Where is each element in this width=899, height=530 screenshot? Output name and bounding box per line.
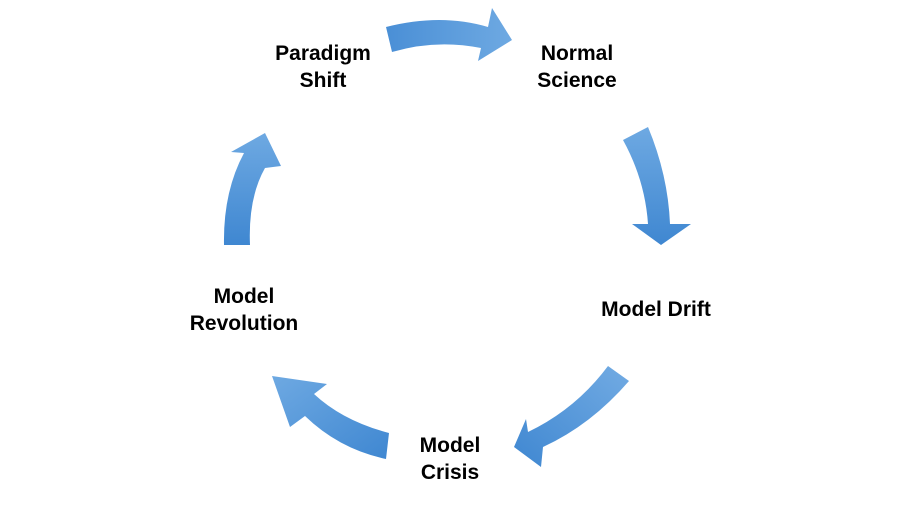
arrow-normal-to-drift: [623, 127, 691, 245]
stage-label-line: Revolution: [189, 312, 299, 335]
arrow-revolution-to-paradigm: [223, 133, 281, 245]
stage-label-normal-science: Normal Science: [528, 40, 626, 94]
arrow-drift-to-crisis: [514, 366, 629, 467]
stage-label-line: Paradigm: [275, 42, 371, 65]
stage-label-model-revolution: Model Revolution: [176, 283, 312, 337]
arrow-crisis-to-revolution: [272, 376, 389, 459]
stage-label-model-crisis: Model Crisis: [398, 432, 502, 486]
stage-label-line: Model Drift: [601, 298, 711, 321]
stage-label-paradigm-shift: Paradigm Shift: [266, 40, 380, 94]
arrow-paradigm-to-normal: [386, 8, 512, 61]
stage-label-line: Normal: [540, 42, 614, 65]
stage-label-line: Science: [537, 69, 617, 92]
stage-label-model-drift: Model Drift: [586, 296, 726, 323]
stage-label-line: Crisis: [420, 461, 480, 484]
stage-label-line: Model: [213, 285, 275, 308]
stage-label-line: Model: [419, 434, 481, 457]
stage-label-line: Shift: [299, 69, 347, 92]
